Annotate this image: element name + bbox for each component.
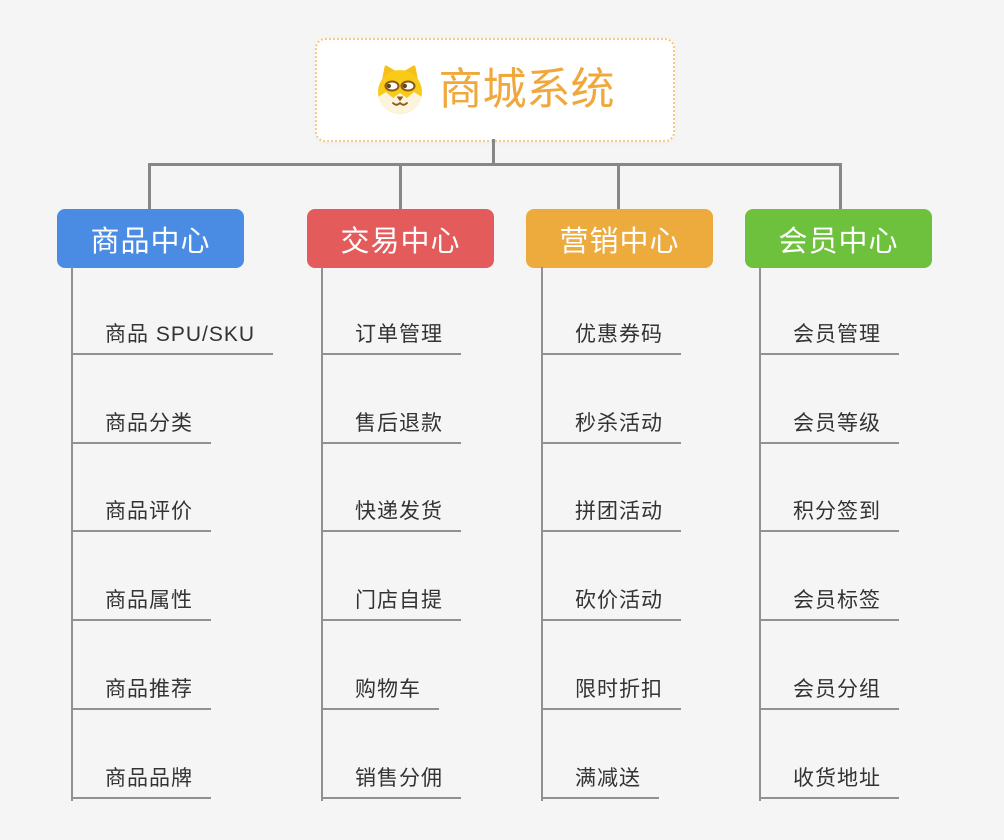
connector-drop-3 <box>617 163 620 211</box>
connector-drop-1 <box>148 163 151 211</box>
child-topic[interactable]: 商品推荐 <box>71 670 211 710</box>
child-topic[interactable]: 收货地址 <box>759 759 899 799</box>
child-topic[interactable]: 售后退款 <box>321 404 461 444</box>
child-topic[interactable]: 优惠券码 <box>541 315 681 355</box>
root-node[interactable]: 商城系统 <box>315 38 675 142</box>
child-topic[interactable]: 商品属性 <box>71 581 211 621</box>
branch-spine-2 <box>321 267 323 801</box>
child-topic[interactable]: 购物车 <box>321 670 439 710</box>
child-topic[interactable]: 会员等级 <box>759 404 899 444</box>
branch-topic-marketing-center[interactable]: 营销中心 <box>526 209 713 268</box>
child-topic[interactable]: 商品评价 <box>71 492 211 532</box>
child-topic[interactable]: 销售分佣 <box>321 759 461 799</box>
branch-topic-product-center[interactable]: 商品中心 <box>57 209 244 268</box>
child-topic[interactable]: 商品品牌 <box>71 759 211 799</box>
child-topic[interactable]: 会员管理 <box>759 315 899 355</box>
child-topic[interactable]: 拼团活动 <box>541 492 681 532</box>
child-topic[interactable]: 满减送 <box>541 759 659 799</box>
child-topic[interactable]: 门店自提 <box>321 581 461 621</box>
branch-spine-1 <box>71 267 73 801</box>
child-topic[interactable]: 订单管理 <box>321 315 461 355</box>
root-title: 商城系统 <box>438 65 615 114</box>
branch-topic-trade-center[interactable]: 交易中心 <box>307 209 494 268</box>
shiba-dog-icon <box>377 65 422 114</box>
child-topic[interactable]: 快递发货 <box>321 492 461 532</box>
child-topic[interactable]: 积分签到 <box>759 492 899 532</box>
branch-topic-member-center[interactable]: 会员中心 <box>745 209 932 268</box>
branch-spine-3 <box>541 267 543 801</box>
child-topic[interactable]: 秒杀活动 <box>541 404 681 444</box>
connector-drop-2 <box>399 163 402 211</box>
branch-spine-4 <box>759 267 761 801</box>
child-topic[interactable]: 会员标签 <box>759 581 899 621</box>
connector-horizontal-bar <box>148 163 842 166</box>
child-topic[interactable]: 商品 SPU/SKU <box>71 315 274 355</box>
connector-root-stem <box>492 139 495 165</box>
child-topic[interactable]: 限时折扣 <box>541 670 681 710</box>
child-topic[interactable]: 会员分组 <box>759 670 899 710</box>
connector-drop-4 <box>839 163 842 211</box>
child-topic[interactable]: 商品分类 <box>71 404 211 444</box>
child-topic[interactable]: 砍价活动 <box>541 581 681 621</box>
